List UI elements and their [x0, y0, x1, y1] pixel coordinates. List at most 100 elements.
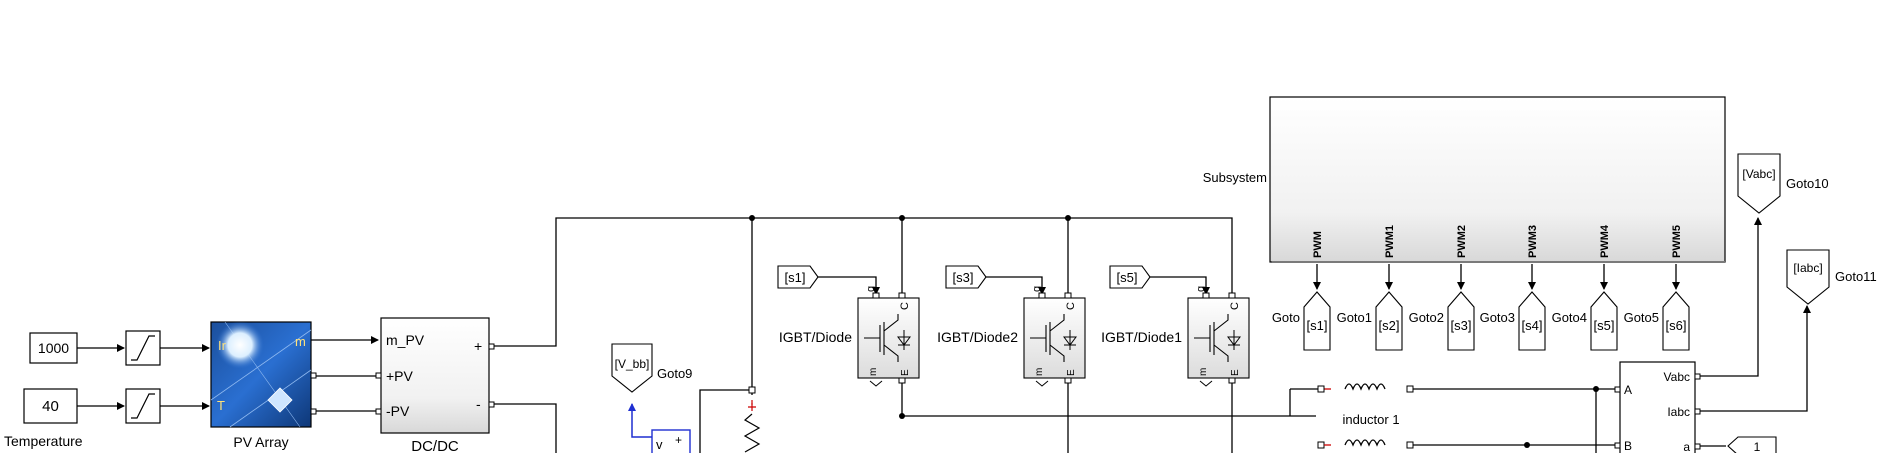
wire-dc-bus-negative — [494, 403, 557, 453]
pv-array-label: PV Array — [233, 434, 288, 450]
goto-tag-1: [s2] — [1379, 318, 1400, 333]
subsystem-block[interactable] — [1269, 96, 1726, 263]
vmeas-port-plus: + — [675, 433, 682, 447]
goto9-block[interactable]: [V_bb] — [611, 343, 653, 393]
goto-label-4: Goto4 — [1552, 310, 1587, 325]
goto-block-0[interactable]: [s1] — [1303, 291, 1331, 351]
pv-port-m: m — [295, 334, 306, 349]
wire-iabc-to-goto11 — [1700, 305, 1811, 412]
dcdc-port-out-minus: - — [476, 396, 481, 412]
goto9-tag: [V_bb] — [615, 357, 650, 371]
goto-tag-3: [s4] — [1522, 318, 1543, 333]
igbt3-label: IGBT/Diode1 — [1101, 329, 1182, 345]
igbt3-symbol-icon — [1194, 314, 1241, 362]
dcdc-port-minus-pv: -PV — [386, 403, 410, 419]
igbt1-port-g: g — [865, 286, 877, 292]
saturation-block-2[interactable] — [125, 388, 161, 424]
subsystem-port-pwm1: PWM1 — [1384, 225, 1396, 258]
constant-irradiance-value: 1000 — [38, 340, 69, 356]
goto10-tag: [Vabc] — [1742, 167, 1775, 181]
pv-sun-icon — [216, 321, 264, 369]
igbt-diode-block-1[interactable]: [s1] g C m E — [777, 265, 920, 387]
constant-block-irradiance[interactable]: 1000 — [29, 332, 78, 364]
goto-label-3: Goto3 — [1480, 310, 1515, 325]
igbt2-port-g: g — [1031, 286, 1043, 292]
dcdc-port-plus-pv: +PV — [386, 368, 414, 384]
igbt2-from-tag: [s3] — [953, 270, 974, 285]
constant-temperature-value: 40 — [42, 398, 59, 415]
goto10-block[interactable]: [Vabc] — [1737, 153, 1781, 214]
goto11-block[interactable]: [Iabc] — [1786, 249, 1830, 305]
pv-port-t: T — [217, 398, 225, 413]
resistor-block[interactable] — [743, 386, 761, 453]
goto-block-5[interactable]: [s6] — [1662, 291, 1690, 351]
dcdc-port-out-plus: + — [474, 338, 482, 354]
goto10-label: Goto10 — [1786, 176, 1829, 191]
igbt1-label: IGBT/Diode — [779, 329, 852, 345]
subsystem-port-pwm5: PWM5 — [1671, 225, 1683, 258]
goto-label-1: Goto1 — [1337, 310, 1372, 325]
saturation-block-1[interactable] — [125, 330, 161, 366]
pv-cell-icon — [267, 387, 293, 413]
temperature-label: Temperature — [4, 433, 83, 449]
goto-tag-5: [s6] — [1666, 318, 1687, 333]
from-tag-s3-shape — [945, 265, 987, 289]
wire-dc-bus-positive — [494, 217, 1233, 347]
wire-vabc-to-goto10 — [1700, 217, 1762, 377]
pv-array-block[interactable]: Ir T m — [210, 321, 317, 428]
igbt1-from-tag: [s1] — [785, 270, 806, 285]
inductor-1-block[interactable] — [1317, 383, 1414, 393]
subsystem-ports: PWM PWM1 PWM2 PWM3 PWM4 PWM5 — [1312, 224, 1683, 290]
igbt2-symbol-icon — [1030, 314, 1077, 362]
goto-block-1[interactable]: [s2] — [1375, 291, 1403, 351]
igbt2-port-c: C — [1065, 302, 1077, 310]
subsystem-port-pwm4: PWM4 — [1599, 224, 1611, 258]
igbt1-port-c: C — [899, 302, 911, 310]
subsystem-port-pwm3: PWM3 — [1527, 225, 1539, 258]
igbt-diode-block-2[interactable]: [s3] g C m E — [945, 265, 1086, 387]
goto-block-2[interactable]: [s3] — [1447, 291, 1475, 351]
goto-label-2: Goto2 — [1409, 310, 1444, 325]
voltage-measurement-block[interactable]: v + — [651, 429, 691, 453]
dcdc-port-m-pv: m_PV — [386, 332, 425, 348]
meas-port-b-in: B — [1624, 439, 1632, 453]
goto-label-0: Goto — [1272, 310, 1300, 325]
igbt3-from-tag: [s5] — [1117, 270, 1138, 285]
goto-block-3[interactable]: [s4] — [1518, 291, 1546, 351]
dcdc-converter-block[interactable]: m_PV +PV -PV + - — [375, 317, 495, 434]
from-tag-s1-shape — [777, 265, 819, 289]
igbt2-port-e: E — [1066, 369, 1077, 376]
three-phase-measurement-block[interactable]: A B Vabc Iabc a — [1614, 361, 1701, 453]
outport-1-value: 1 — [1754, 440, 1761, 453]
meas-port-vabc: Vabc — [1664, 370, 1690, 384]
igbt-diode-block-3[interactable]: [s5] g C m E — [1109, 265, 1250, 387]
subsystem-port-pwm: PWM — [1312, 231, 1324, 258]
goto-block-4[interactable]: [s5] — [1590, 291, 1618, 351]
igbt2-label: IGBT/Diode2 — [937, 329, 1018, 345]
constant-block-temperature[interactable]: 40 — [23, 388, 78, 424]
wire-igbt1-phase-a — [901, 383, 1316, 417]
goto-tag-2: [s3] — [1451, 318, 1472, 333]
outport-1-block[interactable]: 1 — [1727, 436, 1777, 453]
subsystem-port-pwm2: PWM2 — [1456, 225, 1468, 258]
meas-port-a-out: a — [1683, 440, 1690, 453]
meas-port-iabc: Iabc — [1667, 405, 1690, 419]
goto11-tag: [Iabc] — [1793, 261, 1822, 275]
inductor-1-label: inductor 1 — [1342, 412, 1399, 427]
goto-label-5: Goto5 — [1624, 310, 1659, 325]
goto11-label: Goto11 — [1835, 269, 1877, 284]
inductor-2-block[interactable] — [1317, 439, 1414, 449]
wire-resistor-to-vmeas — [699, 389, 752, 453]
goto-tag-0: [s1] — [1307, 318, 1328, 333]
from-tag-s5-shape — [1109, 265, 1151, 289]
pv-port-ir: Ir — [218, 338, 227, 353]
goto-tag-4: [s5] — [1594, 318, 1615, 333]
igbt3-port-m: m — [1198, 368, 1209, 376]
goto-block-row: [s1] Goto [s2] Goto1 [s3] Goto2 [s4] Goto3 [s5] G… — [1272, 291, 1690, 351]
goto9-label: Goto9 — [657, 366, 692, 381]
igbt3-port-e: E — [1230, 369, 1241, 376]
vmeas-port-v: v — [656, 437, 663, 452]
dcdc-label: DC/DC — [411, 438, 459, 453]
igbt1-symbol-icon — [864, 314, 911, 362]
